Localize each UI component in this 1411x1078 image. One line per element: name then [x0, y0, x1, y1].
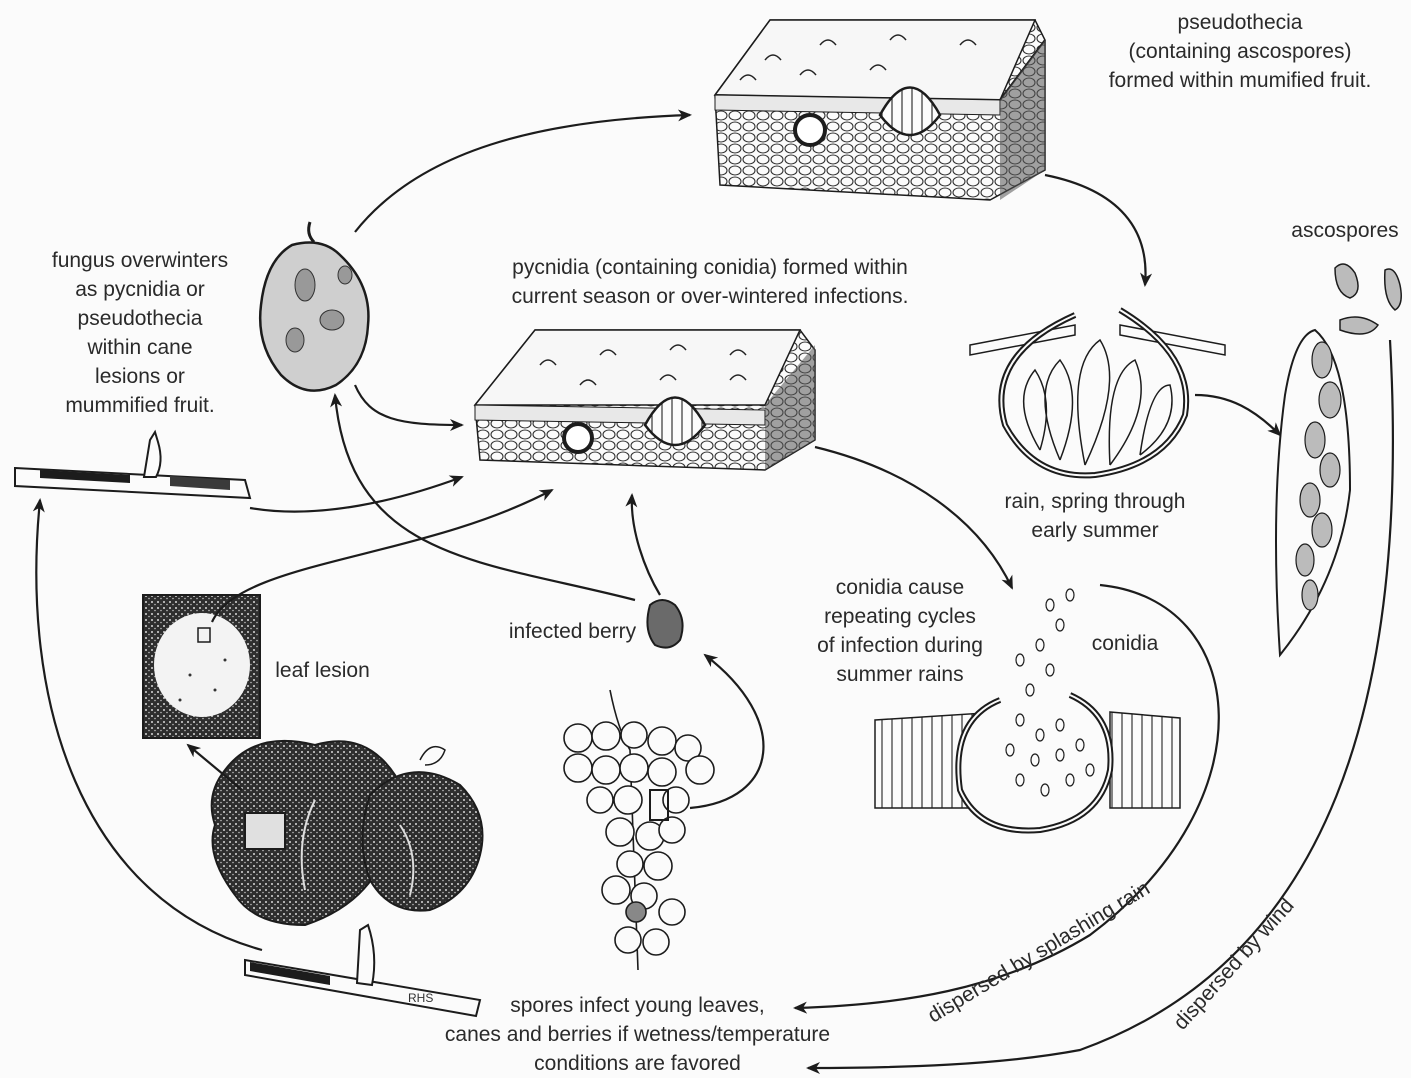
arrow-fruit-to-pseudothecia	[355, 115, 690, 232]
mummified-fruit-drawing	[260, 222, 368, 391]
arrow-berry-to-pycnidia	[632, 495, 660, 595]
infected-berry-label: infected berry	[495, 617, 650, 646]
pseudothecia-block-drawing	[715, 20, 1045, 200]
leaf-lesion-label: leaf lesion	[265, 656, 380, 685]
arrow-cane-to-pycnidia	[250, 477, 462, 512]
ascospores-label: ascospores	[1275, 216, 1411, 245]
conidia-label: conidia	[1080, 629, 1170, 658]
grape-cluster-drawing	[564, 690, 714, 970]
arrow-pseudothecia-to-cross-section	[1045, 175, 1146, 285]
spores-infect-label: spores infect young leaves, canes and be…	[410, 991, 865, 1078]
rain-label: rain, spring through early summer	[980, 487, 1210, 545]
pseudothecia-label: pseudothecia (containing ascospores) for…	[1080, 8, 1400, 95]
leaf-lesion-drawing	[143, 595, 260, 738]
ascus-drawing	[1276, 330, 1350, 655]
arrow-cross-section-to-ascus	[1195, 395, 1280, 435]
overwinters-label: fungus overwinters as pycnidia or pseudo…	[20, 246, 260, 420]
pycnidia-block-drawing	[475, 330, 815, 470]
infected-berry-drawing	[647, 600, 682, 648]
conidia-cause-label: conidia cause repeating cycles of infect…	[795, 573, 1005, 689]
grape-leaves-drawing	[212, 741, 483, 925]
arrow-fruit-to-pycnidia	[355, 385, 462, 425]
pseudothecium-cross-section-drawing	[970, 310, 1225, 475]
ascospores-drawing	[1335, 264, 1401, 334]
arrow-cluster-to-berry	[690, 655, 763, 808]
cane-lesion-drawing	[15, 432, 250, 498]
pycnidia-label: pycnidia (containing conidia) formed wit…	[470, 253, 950, 311]
